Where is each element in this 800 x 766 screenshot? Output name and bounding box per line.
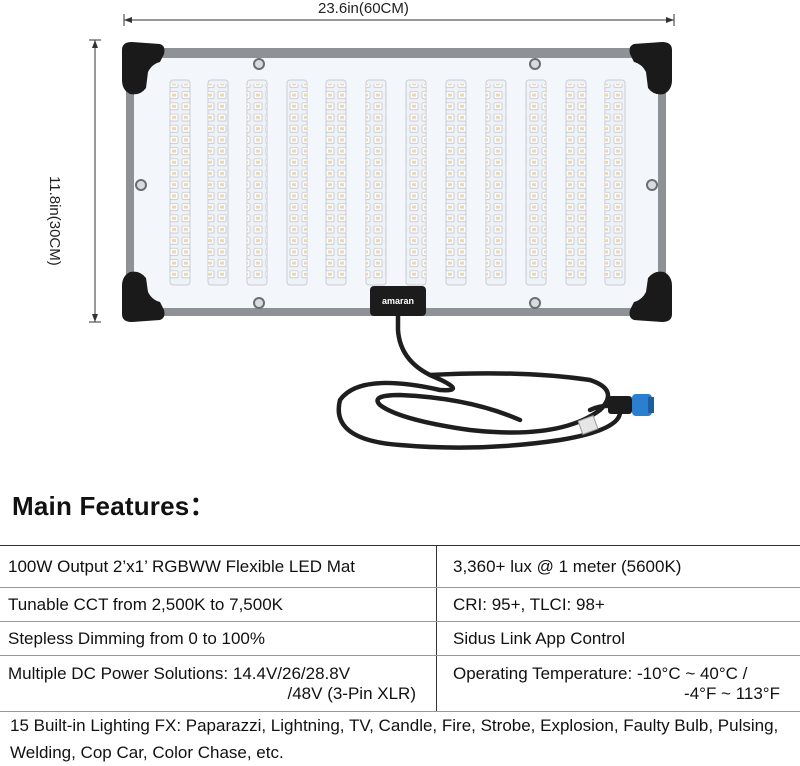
feature-cell: CRI: 95+, TLCI: 98+ bbox=[437, 588, 800, 622]
lighting-fx-text: 15 Built-in Lighting FX: Paparazzi, Ligh… bbox=[10, 712, 790, 766]
feature-cell: Sidus Link App Control bbox=[437, 622, 800, 656]
table-row: 100W Output 2’x1’ RGBWW Flexible LED Mat… bbox=[0, 546, 800, 588]
feature-cell: 3,360+ lux @ 1 meter (5600K) bbox=[437, 546, 800, 588]
feature-line: Multiple DC Power Solutions: 14.4V/26/28… bbox=[8, 664, 428, 684]
feature-line: -4°F ~ 113°F bbox=[453, 684, 792, 704]
brand-label: amaran bbox=[382, 296, 414, 306]
table-row: Tunable CCT from 2,500K to 7,500K CRI: 9… bbox=[0, 588, 800, 622]
power-cable bbox=[339, 316, 620, 448]
feature-line: /48V (3-Pin XLR) bbox=[8, 684, 428, 704]
feature-cell: Operating Temperature: -10°C ~ 40°C / -4… bbox=[437, 656, 800, 712]
feature-cell: Multiple DC Power Solutions: 14.4V/26/28… bbox=[0, 656, 437, 712]
table-row: Multiple DC Power Solutions: 14.4V/26/28… bbox=[0, 656, 800, 712]
features-table: 100W Output 2’x1’ RGBWW Flexible LED Mat… bbox=[0, 545, 800, 712]
table-row: Stepless Dimming from 0 to 100% Sidus Li… bbox=[0, 622, 800, 656]
feature-cell: Tunable CCT from 2,500K to 7,500K bbox=[0, 588, 437, 622]
feature-cell: Stepless Dimming from 0 to 100% bbox=[0, 622, 437, 656]
feature-line: Operating Temperature: -10°C ~ 40°C / bbox=[453, 664, 792, 684]
main-features-heading: Main Features： bbox=[12, 486, 216, 523]
led-mat-illustration: amaran bbox=[0, 0, 800, 470]
cable-connector bbox=[608, 394, 654, 416]
feature-cell: 100W Output 2’x1’ RGBWW Flexible LED Mat bbox=[0, 546, 437, 588]
